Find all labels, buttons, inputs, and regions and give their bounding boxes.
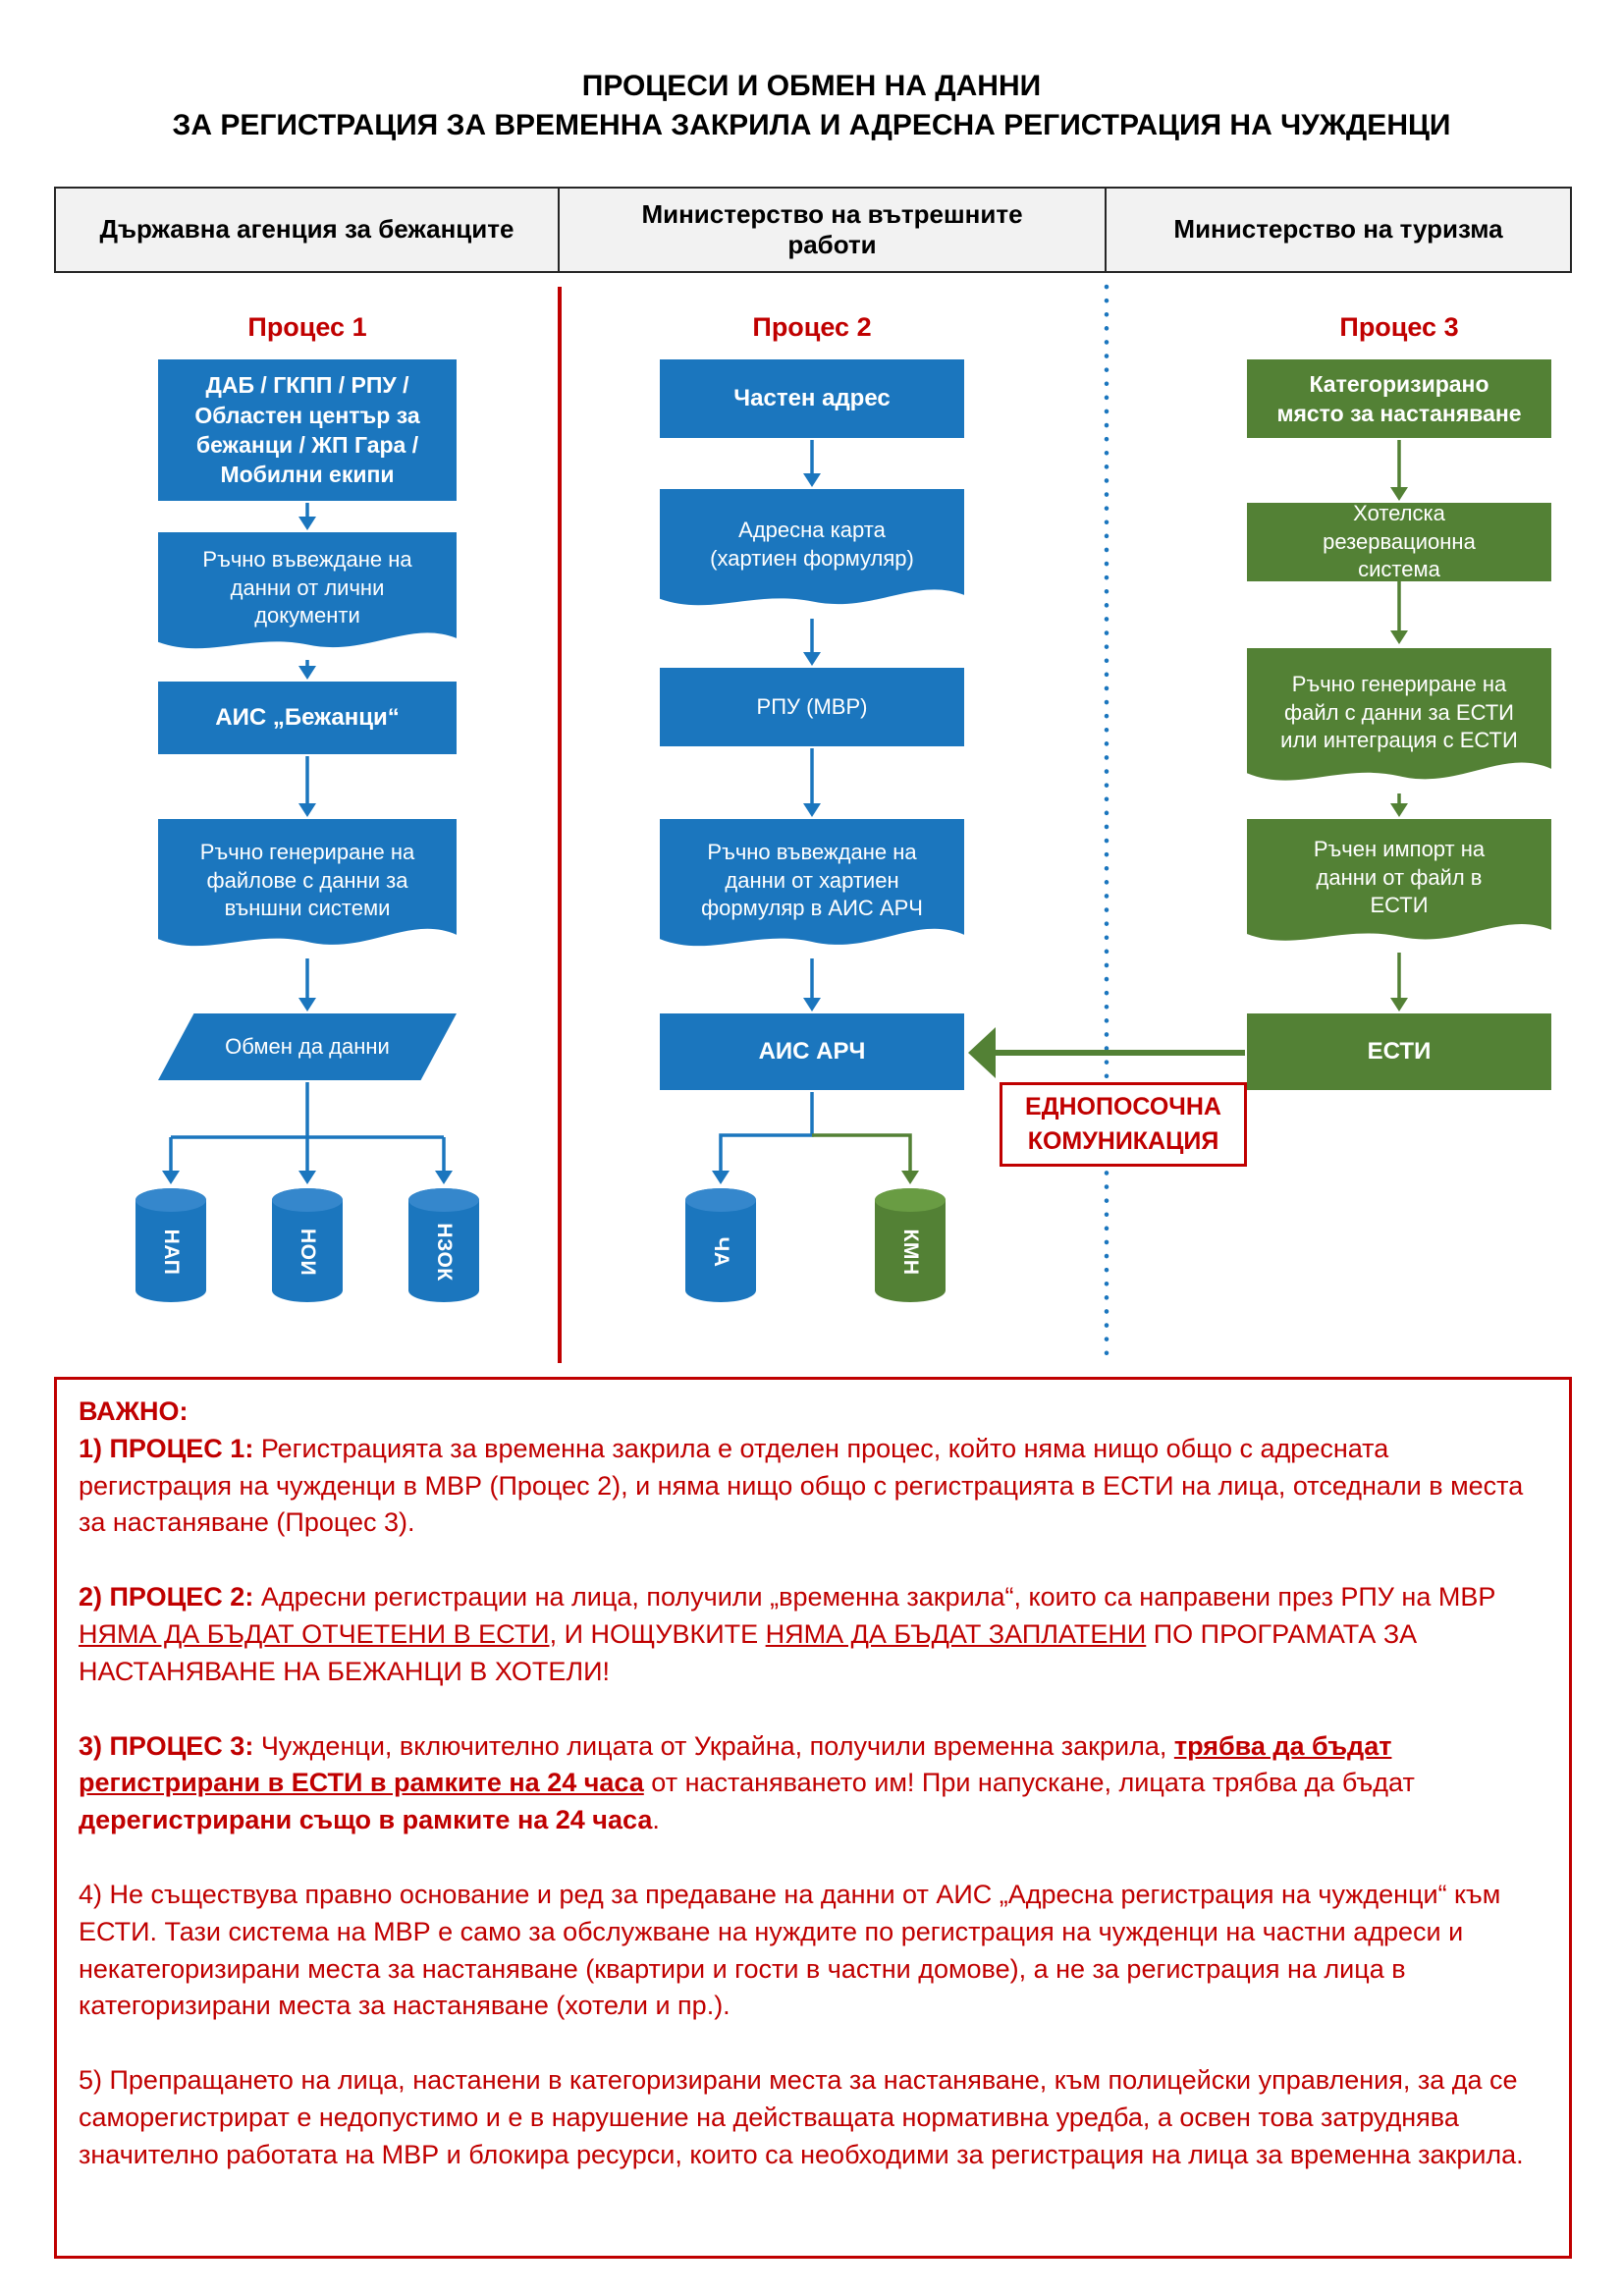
document-shape xyxy=(158,532,457,649)
note-2-text-1: Адресни регистрации на лица, получили „в… xyxy=(253,1582,1496,1613)
p2-address-card-label: Адресна карта (хартиен формуляр) xyxy=(710,518,914,571)
p2-system-label: АИС АРЧ xyxy=(758,1038,866,1066)
p2-db-cha-label: ЧА xyxy=(710,1236,732,1268)
note-2-text-2: И НОЩУВКИТЕ xyxy=(557,1618,766,1649)
p1-db-nzok: НЗОК xyxy=(406,1186,482,1304)
important-notes-box: ВАЖНО: 1) ПРОЦЕС 1: Регистрацията за вре… xyxy=(54,1377,1572,2259)
p1-manual-generation-node: Ръчно генериране на файлове с данни за в… xyxy=(158,819,457,958)
p2-db-cha: ЧА xyxy=(682,1186,759,1304)
lane-header-refugee-agency-label: Държавна агенция за бежанците xyxy=(99,214,514,245)
document-shape xyxy=(1247,819,1551,941)
note-1-text: Регистрацията за временна закрила е отде… xyxy=(79,1433,1524,1538)
one-way-communication-line1: ЕДНОПОСОЧНА xyxy=(1025,1093,1221,1121)
p1-db-nap: НАП xyxy=(133,1186,209,1304)
p2-db-kmn-label: КМН xyxy=(899,1229,922,1276)
lane-header-tourism-ministry: Министерство на туризма xyxy=(1105,187,1572,273)
process3-title: Процес 3 xyxy=(1339,312,1459,342)
p3-manual-import-label: Ръчен импорт на данни от файл в ЕСТИ xyxy=(1313,837,1486,918)
p1-system-label: АИС „Бежанци“ xyxy=(215,704,400,732)
page-title: ПРОЦЕСИ И ОБМЕН НА ДАННИ ЗА РЕГИСТРАЦИЯ … xyxy=(0,67,1623,145)
p2-address-card-node: Адресна карта (хартиен формуляр) xyxy=(660,489,964,617)
process2-title: Процес 2 xyxy=(752,312,872,342)
p3-manual-generation-node: Ръчно генериране на файл с данни за ЕСТИ… xyxy=(1247,648,1551,793)
p3-system-label: ЕСТИ xyxy=(1367,1038,1432,1066)
p1-manual-entry-node: Ръчно въвеждане на данни от лични докуме… xyxy=(158,532,457,660)
one-way-communication-line2: КОМУНИКАЦИЯ xyxy=(1027,1127,1219,1155)
p1-source-label: ДАБ / ГКПП / РПУ / Областен център за бе… xyxy=(194,372,420,488)
p2-db-kmn: КМН xyxy=(872,1186,948,1304)
note-2-text-3: ПО ПРОГРАМАТА ЗА НАСТАНЯВАНЕ НА БЕЖАНЦИ … xyxy=(79,1618,1418,1686)
p3-manual-import-node: Ръчен импорт на данни от файл в ЕСТИ xyxy=(1247,819,1551,953)
process2-kmn-arrowhead xyxy=(901,1171,919,1184)
process3-arrowheads xyxy=(1390,487,1408,1011)
note-1-lead: 1) ПРОЦЕС 1: xyxy=(79,1433,254,1463)
process1-arrowheads xyxy=(162,517,453,1184)
lane-header-interior-ministry-label: Министерство на вътрешните работи xyxy=(641,198,1023,259)
note-2-underline-2: НЯМА ДА БЪДАТ ЗАПЛАТЕНИ xyxy=(765,1618,1147,1649)
p3-hotel-system-node: Хотелска резервационна система xyxy=(1247,501,1551,581)
document-shape xyxy=(1247,648,1551,781)
p1-db-nap-label: НАП xyxy=(160,1229,183,1276)
p2-police-node: РПУ (МВР) xyxy=(660,668,964,746)
p3-source-label: Категоризирано място за настаняване xyxy=(1276,370,1522,426)
p3-manual-generation-label: Ръчно генериране на файл с данни за ЕСТИ… xyxy=(1280,672,1518,753)
p2-manual-entry-node: Ръчно въвеждане на данни от хартиен форм… xyxy=(660,819,964,958)
database-cylinder-shape xyxy=(875,1188,946,1302)
note-2-lead: 2) ПРОЦЕС 2: xyxy=(79,1582,254,1613)
note-3-bold-2: дерегистрирани също в рамките на 24 часа xyxy=(79,1805,653,1835)
note-3-text-2: от настаняването им! При напускане, лица… xyxy=(643,1768,1415,1798)
note-3-text-1: Чужденци, включително лицата от Украйна,… xyxy=(253,1730,1174,1761)
database-cylinder-shape xyxy=(272,1188,343,1302)
one-way-communication-arrowhead xyxy=(968,1027,996,1078)
note-2-underline-1: НЯМА ДА БЪДАТ ОТЧЕТЕНИ В ЕСТИ, xyxy=(79,1618,558,1649)
note-4: 4) Не съществува правно основание и ред … xyxy=(79,1879,1501,2021)
p1-data-exchange-label: Обмен да данни xyxy=(225,1033,390,1059)
note-3-text-3: . xyxy=(652,1805,660,1835)
process2-kmn-connector xyxy=(812,1133,912,1171)
p3-hotel-system-label: Хотелска резервационна система xyxy=(1323,501,1476,582)
process2-arrowheads xyxy=(712,473,821,1184)
p1-manual-entry-label: Ръчно въвеждане на данни от лични докуме… xyxy=(202,547,412,629)
document-shape xyxy=(660,489,964,606)
note-3: 3) ПРОЦЕС 3: Чужденци, включително лицат… xyxy=(79,1728,1547,1839)
note-2: 2) ПРОЦЕС 2: Адресни регистрации на лица… xyxy=(79,1579,1547,1690)
note-3-lead: 3) ПРОЦЕС 3: xyxy=(79,1730,254,1761)
p1-system-node: АИС „Бежанци“ xyxy=(158,682,457,754)
document-shape xyxy=(660,819,964,947)
p3-source-node: Категоризирано място за настаняване xyxy=(1247,359,1551,438)
process1-title: Процес 1 xyxy=(247,312,367,342)
process1-arrows xyxy=(169,503,446,1173)
p2-police-label: РПУ (МВР) xyxy=(756,693,868,719)
document-shape xyxy=(158,819,457,947)
p1-data-exchange-node: Обмен да данни xyxy=(158,1013,457,1080)
process2-arrows xyxy=(719,440,814,1171)
p2-source-node: Частен адрес xyxy=(660,359,964,438)
note-5: 5) Препращането на лица, настанени в кат… xyxy=(79,2065,1524,2169)
p1-manual-generation-label: Ръчно генериране на файлове с данни за в… xyxy=(199,840,415,921)
p2-source-label: Частен адрес xyxy=(733,385,891,412)
database-cylinder-shape xyxy=(135,1188,206,1302)
one-way-communication-label: ЕДНОПОСОЧНА КОМУНИКАЦИЯ xyxy=(1000,1082,1247,1167)
note-1: 1) ПРОЦЕС 1: Регистрацията за временна з… xyxy=(79,1431,1547,1542)
title-line-1: ПРОЦЕСИ И ОБМЕН НА ДАННИ xyxy=(581,70,1042,102)
lane-header-refugee-agency: Държавна агенция за бежанците xyxy=(54,187,560,273)
p1-source-node: ДАБ / ГКПП / РПУ / Областен център за бе… xyxy=(158,359,457,501)
p1-db-noi-label: НОИ xyxy=(297,1229,319,1277)
database-cylinder-shape xyxy=(408,1188,479,1302)
p2-system-node: АИС АРЧ xyxy=(660,1013,964,1090)
note-3-bold-underline: трябва да бъдат регистрирани в ЕСТИ в ра… xyxy=(79,1730,1392,1798)
lane-header-interior-ministry: Министерство на вътрешните работи xyxy=(558,187,1107,273)
title-line-2: ЗА РЕГИСТРАЦИЯ ЗА ВРЕМЕННА ЗАКРИЛА И АДР… xyxy=(172,109,1451,141)
p3-system-node: ЕСТИ xyxy=(1247,1013,1551,1090)
p1-db-nzok-label: НЗОК xyxy=(433,1223,456,1282)
p1-db-noi: НОИ xyxy=(269,1186,346,1304)
p2-manual-entry-label: Ръчно въвеждане на данни от хартиен форм… xyxy=(701,840,923,921)
important-heading: ВАЖНО: xyxy=(79,1396,189,1426)
database-cylinder-shape xyxy=(685,1188,756,1302)
lane-header-tourism-ministry-label: Министерство на туризма xyxy=(1173,214,1503,245)
